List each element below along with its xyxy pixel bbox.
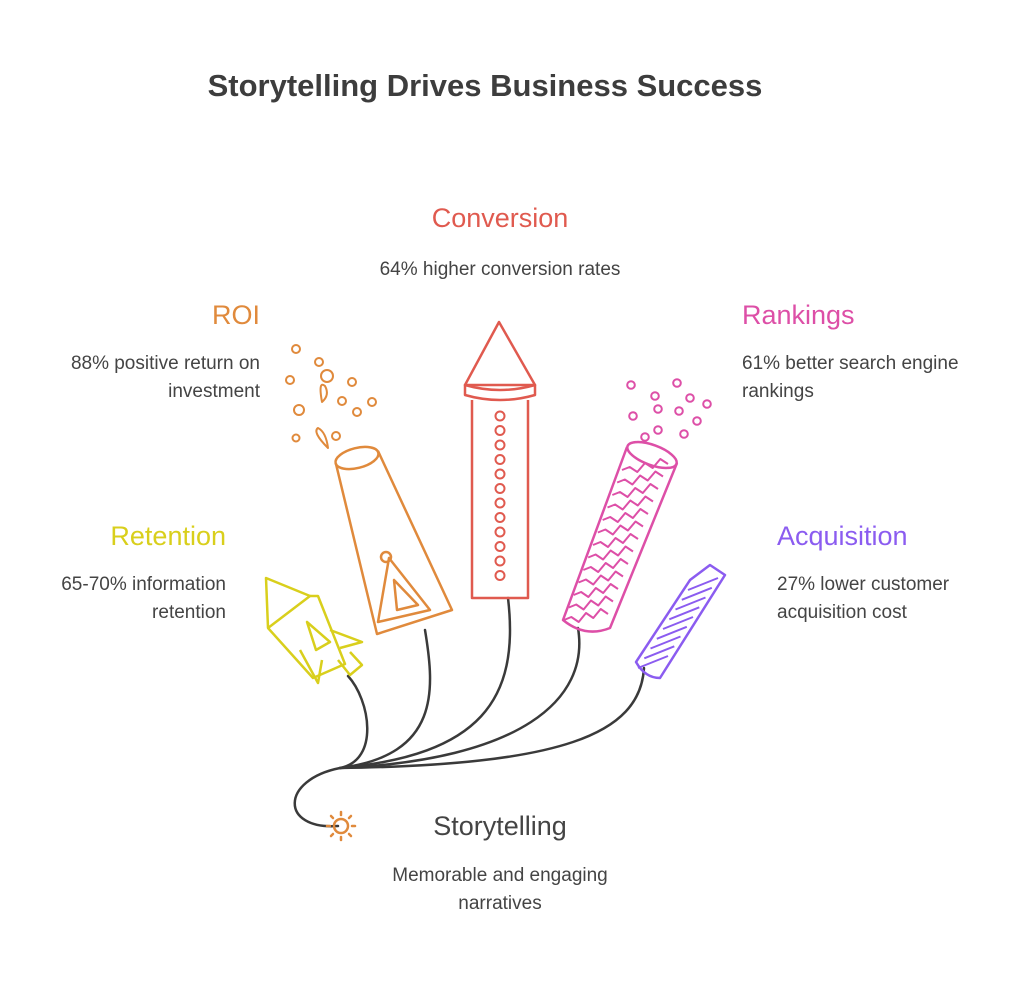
rankings-sparks bbox=[626, 378, 712, 442]
roi-spark bbox=[285, 375, 295, 385]
fuse-main bbox=[293, 766, 342, 828]
fuse-retention bbox=[338, 674, 369, 770]
fuse-roi bbox=[338, 628, 432, 770]
rocket-dot bbox=[494, 425, 506, 436]
rankings-spark bbox=[674, 406, 684, 416]
rocket-dot bbox=[494, 497, 506, 509]
rocket-dot bbox=[494, 570, 506, 581]
retention-description-line-2: retention bbox=[152, 602, 226, 623]
roi-description-line-1: 88% positive return on bbox=[70, 353, 260, 374]
conversion-description: 64% higher conversion rates bbox=[340, 256, 660, 284]
storytelling-description: Memorable and engaging narratives bbox=[340, 862, 660, 918]
retention-description-line-1: 65-70% information bbox=[61, 574, 226, 595]
fuse-acquisition bbox=[338, 666, 646, 770]
roi-spark bbox=[347, 377, 357, 387]
rankings-spark bbox=[692, 416, 702, 426]
rocket-dot bbox=[494, 439, 506, 451]
rankings-spark bbox=[628, 411, 638, 421]
roi-spark bbox=[367, 397, 377, 407]
rankings-spark bbox=[672, 378, 682, 388]
rankings-spark bbox=[702, 399, 712, 409]
storytelling-label: Storytelling bbox=[433, 811, 567, 841]
storytelling-description-line-2: narratives bbox=[458, 893, 542, 914]
small-rocket-icon bbox=[264, 576, 364, 685]
rankings-spark bbox=[653, 404, 663, 414]
rocket-dot bbox=[494, 483, 506, 494]
roi-spark bbox=[319, 383, 328, 403]
roi-spark bbox=[337, 396, 347, 406]
rankings-spark bbox=[653, 425, 663, 435]
roi-spark bbox=[331, 431, 341, 441]
roi-sparks bbox=[285, 344, 377, 449]
fuse-rankings bbox=[338, 626, 581, 770]
rankings-description-line-1: 61% better search engine bbox=[742, 353, 959, 374]
page-title: Storytelling Drives Business Success bbox=[207, 68, 763, 103]
rankings-spark bbox=[626, 380, 636, 390]
retention-description: 65-70% information retention bbox=[10, 571, 226, 627]
rocket-dot bbox=[494, 410, 506, 422]
rocket-dot bbox=[494, 468, 506, 480]
roi-spark bbox=[314, 357, 324, 367]
roi-spark bbox=[320, 369, 334, 383]
conversion-description-line-1: 64% higher conversion rates bbox=[379, 259, 621, 280]
rankings-spark bbox=[685, 393, 695, 403]
rocket-dot bbox=[494, 512, 506, 523]
storytelling-description-line-1: Memorable and engaging bbox=[392, 865, 608, 886]
roi-spark bbox=[291, 344, 301, 354]
spark-icon bbox=[325, 810, 357, 842]
rankings-spark bbox=[679, 429, 689, 439]
rankings-spark bbox=[640, 432, 650, 442]
rocket-dots bbox=[494, 410, 506, 581]
rankings-description: 61% better search engine rankings bbox=[742, 350, 959, 406]
acquisition-description-line-2: acquisition cost bbox=[777, 602, 907, 623]
roi-spark bbox=[293, 404, 305, 416]
acquisition-description: 27% lower customer acquisition cost bbox=[777, 571, 949, 627]
roi-spark bbox=[352, 407, 362, 417]
striped-firework-icon bbox=[634, 563, 727, 680]
roi-label: ROI bbox=[211, 300, 260, 330]
rocket-dot bbox=[494, 541, 506, 552]
roi-description-line-2: investment bbox=[168, 381, 260, 402]
conversion-label: Conversion bbox=[431, 203, 569, 233]
acquisition-description-line-1: 27% lower customer bbox=[777, 574, 950, 595]
rocket-dot bbox=[494, 555, 506, 567]
retention-label: Retention bbox=[110, 521, 226, 551]
fuse-lines bbox=[293, 596, 646, 828]
fuse-conversion bbox=[338, 596, 512, 770]
acquisition-label: Acquisition bbox=[777, 521, 908, 551]
roi-description: 88% positive return on investment bbox=[20, 350, 260, 406]
rankings-description-line-2: rankings bbox=[742, 381, 814, 402]
cylinder-firework-icon bbox=[561, 378, 712, 633]
roi-spark bbox=[291, 433, 301, 443]
rankings-spark bbox=[650, 391, 660, 401]
rocket-dot bbox=[494, 454, 506, 465]
rankings-label: Rankings bbox=[742, 300, 855, 330]
rocket-firework-icon bbox=[463, 320, 537, 600]
rocket-dot bbox=[494, 526, 506, 538]
cone-firework-icon bbox=[285, 344, 454, 636]
roi-spark bbox=[315, 427, 329, 449]
